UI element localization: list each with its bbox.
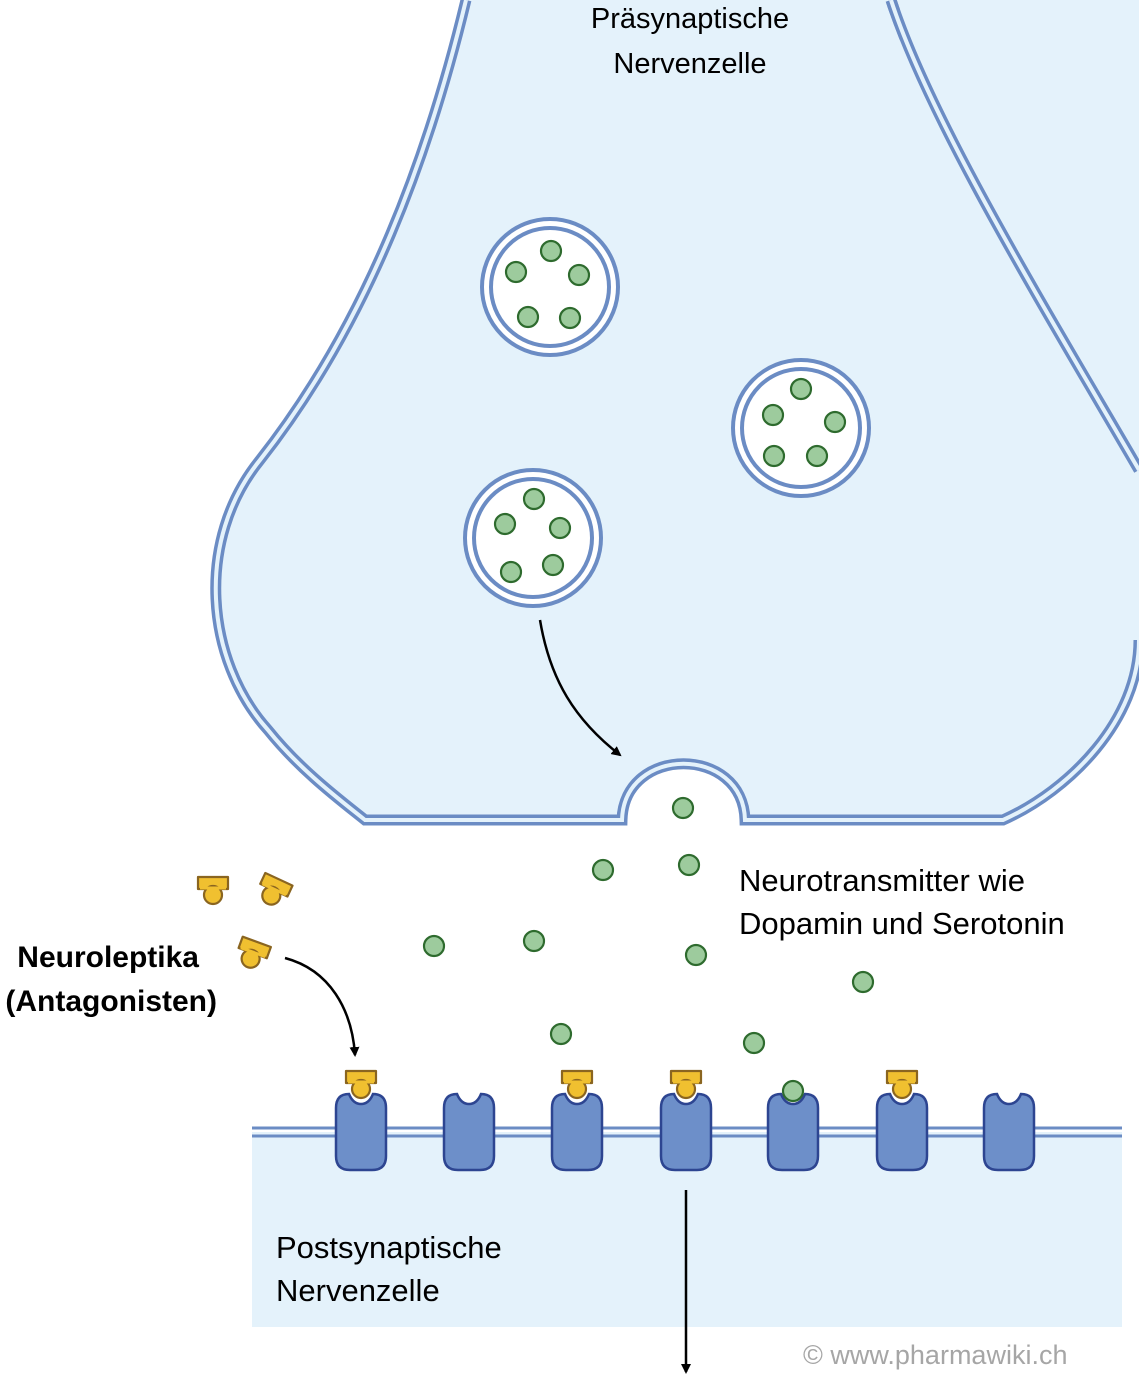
vesicle: [480, 217, 620, 357]
receptor: [875, 1092, 929, 1172]
antagonist: [231, 935, 273, 974]
neurotransmitter: [684, 943, 708, 967]
bound-neurotransmitter: [781, 1079, 805, 1103]
neurotransmitter: [591, 858, 615, 882]
bound-antagonist: [669, 1069, 703, 1100]
receptors: [334, 1092, 1036, 1172]
bound-antagonist: [560, 1069, 594, 1100]
receptor: [442, 1092, 496, 1172]
neuroleptics-label-line1: Neuroleptika: [17, 941, 199, 974]
neurotransmitter: [549, 1022, 573, 1046]
neurotransmitter-label-line2: Dopamin und Serotonin: [739, 906, 1065, 941]
release-arrow: [538, 619, 622, 757]
bound-ligands: [344, 1069, 919, 1103]
vesicle: [731, 358, 871, 498]
postsynaptic-label-line2: Nervenzelle: [276, 1273, 440, 1308]
bound-antagonist: [885, 1069, 919, 1100]
postsynaptic-label-line1: Postsynaptische: [276, 1230, 502, 1265]
neuroleptics-arrow: [284, 956, 360, 1057]
antagonist: [196, 875, 230, 906]
receptor: [659, 1092, 713, 1172]
neurotransmitter-label-line1: Neurotransmitter wie: [739, 863, 1025, 898]
receptor: [766, 1092, 820, 1172]
presynaptic-terminal: [210, 0, 1139, 826]
antagonist: [252, 871, 295, 912]
neurotransmitter: [671, 796, 695, 820]
receptor: [334, 1092, 388, 1172]
neurotransmitter: [851, 970, 875, 994]
neurotransmitter: [422, 934, 446, 958]
receptor: [550, 1092, 604, 1172]
neurotransmitter: [522, 929, 546, 953]
neuroleptics-label-line2: (Antagonisten): [5, 985, 217, 1018]
presynaptic-label-line2: Nervenzelle: [613, 48, 767, 80]
copyright-text: © www.pharmawiki.ch: [803, 1340, 1068, 1370]
free-antagonists: [196, 871, 295, 974]
receptor: [982, 1092, 1036, 1172]
vesicle: [463, 468, 603, 608]
neurotransmitter: [677, 853, 701, 877]
presynaptic-label-line1: Präsynaptische: [590, 3, 790, 35]
neurotransmitter: [742, 1031, 766, 1055]
bound-antagonist: [344, 1069, 378, 1100]
